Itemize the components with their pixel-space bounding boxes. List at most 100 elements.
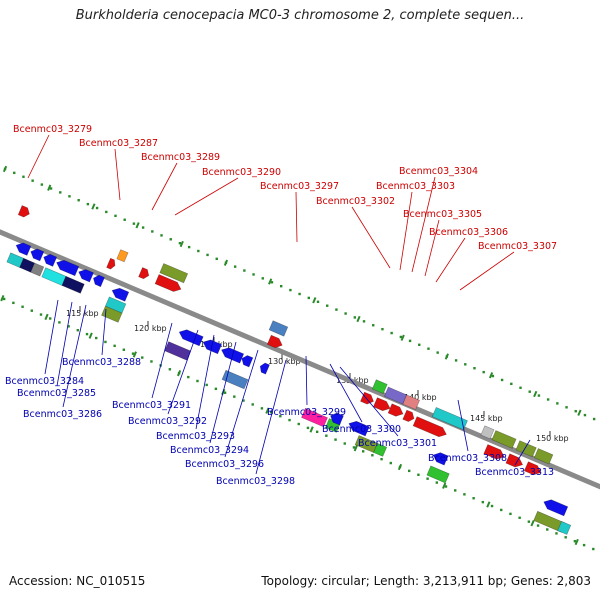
guide-dot (315, 430, 319, 434)
guide-dot (206, 253, 209, 257)
guide-dot (417, 473, 420, 476)
gene-label-bottom: Bcenmc03_3299 (267, 407, 346, 418)
guide-dot (537, 394, 541, 397)
gene-label-top: Bcenmc03_3297 (260, 181, 339, 192)
guide-dot (298, 292, 301, 296)
guide-dot (574, 410, 577, 413)
guide-dot (169, 238, 172, 241)
guide-dot (528, 390, 531, 393)
guide-dot (427, 347, 430, 350)
guide-dot (509, 512, 512, 516)
guide-dot (22, 175, 25, 178)
guide-dot (12, 301, 15, 305)
guide-dot (564, 536, 567, 539)
gene-feature (515, 440, 537, 458)
guide-dot (85, 332, 89, 336)
guide-dot (160, 234, 163, 237)
guide-dot (168, 368, 172, 371)
guide-tick (135, 222, 140, 229)
guide-dot (205, 383, 208, 387)
guide-dot (473, 367, 476, 370)
guide-dot (464, 363, 467, 366)
gene-feature (432, 452, 449, 466)
guide-tick (356, 315, 361, 323)
guide-dot (573, 540, 577, 543)
leader-line-top (435, 237, 466, 283)
gene-label-bottom: Bcenmc03_3300 (322, 424, 401, 435)
gene-feature (402, 394, 420, 410)
leader-line-top (399, 191, 413, 271)
gene-label-top: Bcenmc03_3302 (316, 196, 395, 207)
chromosome-backbone (0, 229, 600, 490)
guide-dot (582, 543, 586, 547)
guide-dot (343, 442, 346, 445)
guide-dot (583, 413, 587, 417)
guide-dot (361, 450, 365, 453)
gene-feature (159, 263, 189, 284)
guide-dot (510, 382, 513, 386)
guide-dot (132, 222, 136, 225)
gene-label-bottom: Bcenmc03_3298 (216, 476, 295, 487)
leader-line-top (174, 177, 239, 216)
guide-tick (486, 501, 491, 508)
gene-feature (138, 267, 150, 280)
scale-tick-label: 120 kbp (134, 324, 167, 333)
leader-line-bottom (255, 359, 287, 475)
guide-dot (122, 348, 126, 351)
gene-feature (533, 510, 566, 533)
guide-tick (223, 259, 229, 266)
guide-dot (131, 352, 135, 355)
guide-dot (30, 309, 33, 312)
guide-dot (289, 288, 292, 292)
guide-dot (215, 257, 218, 261)
gene-feature (106, 257, 116, 270)
guide-dot (316, 300, 320, 304)
guide-dot (58, 321, 61, 324)
gene-feature (266, 334, 283, 349)
gene-label-top: Bcenmc03_3304 (399, 166, 478, 177)
gene-feature (543, 499, 569, 517)
guide-tick (444, 353, 449, 360)
guide-dot (105, 210, 108, 214)
gene-feature (505, 453, 524, 468)
guide-dot (463, 493, 466, 496)
guide-dot (381, 327, 384, 331)
gene-feature (30, 248, 45, 262)
guide-dot (335, 308, 338, 311)
guide-tick (488, 372, 494, 379)
leader-line-bottom (339, 366, 399, 437)
guide-dot (334, 438, 337, 441)
gene-feature (371, 379, 388, 394)
guide-dot (371, 454, 374, 457)
guide-tick (176, 370, 182, 377)
guide-dot (352, 446, 356, 449)
gene-feature (373, 442, 388, 457)
guide-dot (482, 370, 485, 374)
guide-dot (269, 411, 273, 414)
gene-label-bottom: Bcenmc03_3294 (170, 445, 249, 456)
gene-label-top: Bcenmc03_3289 (141, 152, 220, 163)
gene-feature (268, 320, 289, 337)
guide-dot (233, 395, 236, 398)
guide-dot (261, 277, 264, 280)
guide-dot (76, 329, 80, 332)
guide-dot (408, 339, 412, 343)
guide-tick (353, 445, 358, 452)
gene-feature (61, 275, 85, 294)
guide-dot (500, 378, 504, 382)
leader-line-bottom (224, 349, 259, 458)
guide-dot (151, 230, 154, 233)
gene-feature (301, 407, 328, 428)
guide-dot (2, 297, 6, 301)
guide-dot (546, 398, 550, 401)
guide-dot (436, 351, 439, 354)
guide-dot (297, 422, 300, 426)
guide-dot (279, 414, 282, 418)
gene-label-bottom: Bcenmc03_3308 (428, 453, 507, 464)
guide-dot (86, 202, 90, 206)
guide-dot (288, 418, 291, 422)
label-leader-lines (27, 134, 531, 475)
guide-dot (380, 457, 383, 461)
leader-line-bottom (305, 355, 308, 406)
scale-tick-label: 115 kbp (66, 309, 99, 318)
